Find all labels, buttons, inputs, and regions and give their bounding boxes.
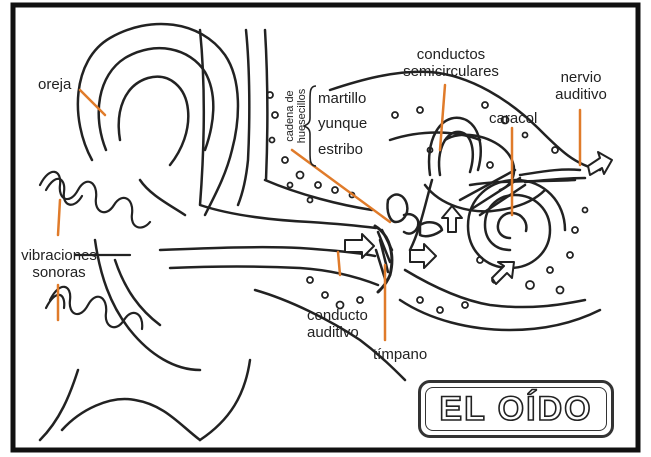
label-yunque: yunque — [318, 115, 367, 132]
label-conductos-line2: semicirculares — [395, 63, 507, 80]
label-nervio-line1: nervio — [548, 69, 614, 86]
label-caracol: caracol — [489, 110, 537, 127]
label-vibraciones: vibraciones sonoras — [16, 247, 102, 281]
label-timpano: tímpano — [373, 346, 427, 363]
label-conductos-line1: conductos — [395, 46, 507, 63]
diagram-title: EL OÍDO — [421, 383, 611, 435]
label-martillo: martillo — [318, 90, 366, 107]
label-cadena: cadena de huesecillos — [284, 80, 308, 152]
label-vibraciones-line1: vibraciones — [16, 247, 102, 264]
title-box: EL OÍDO — [418, 380, 614, 438]
label-nervio-line2: auditivo — [548, 86, 614, 103]
label-nervio: nervio auditivo — [548, 69, 614, 103]
pinna-shape — [40, 24, 250, 440]
label-conducto: conducto auditivo — [307, 307, 368, 341]
label-oreja: oreja — [38, 76, 71, 93]
label-conducto-line2: auditivo — [307, 324, 368, 341]
label-vibraciones-line2: sonoras — [16, 264, 102, 281]
label-cadena-line2: huesecillos — [296, 80, 308, 152]
label-cadena-line1: cadena de — [284, 80, 296, 152]
label-conducto-line1: conducto — [307, 307, 368, 324]
canal-shape — [160, 30, 600, 380]
label-conductos: conductos semicirculares — [395, 46, 507, 80]
label-estribo: estribo — [318, 141, 363, 158]
